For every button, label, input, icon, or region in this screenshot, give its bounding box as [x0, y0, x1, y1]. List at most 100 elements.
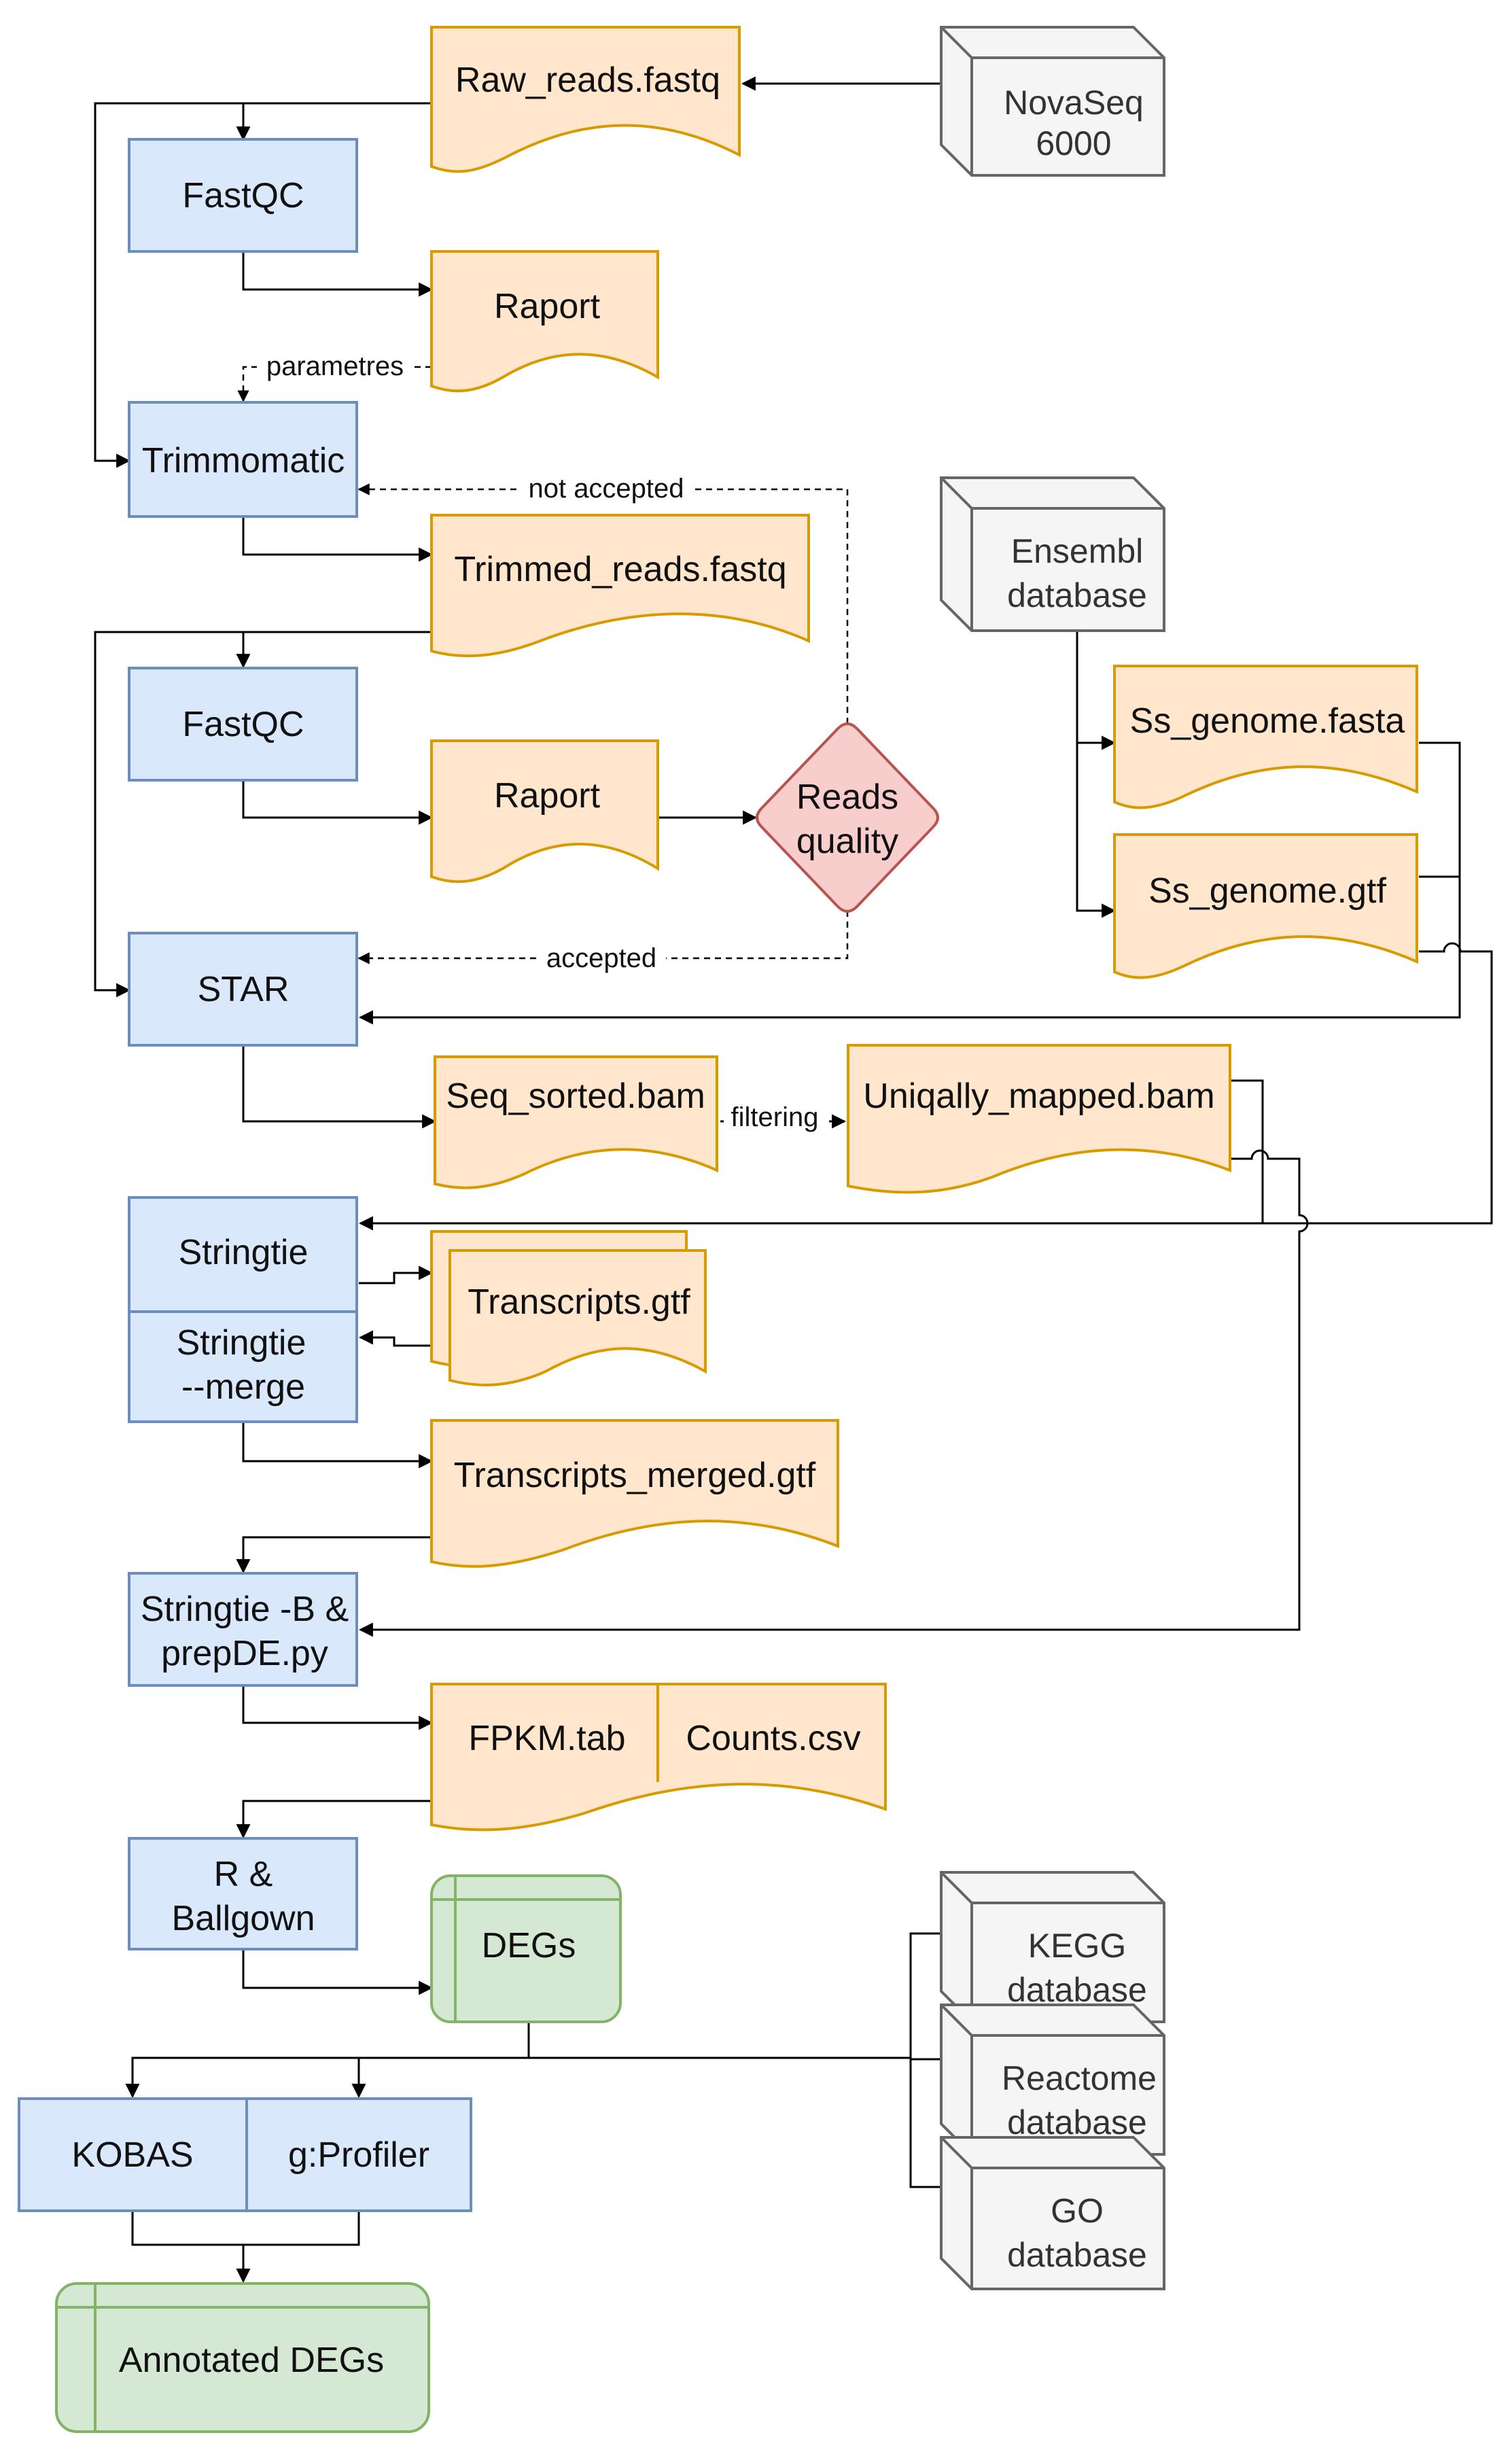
- raport-1-label: Raport: [494, 287, 601, 326]
- reads-quality-label-2: quality: [796, 822, 898, 861]
- uniquely-mapped-label: Uniqally_mapped.bam: [863, 1077, 1214, 1116]
- edge-accepted: [357, 911, 849, 964]
- edge-trimmed-reads-to-fastqc-2: [236, 631, 432, 669]
- edge-degs-to-kobas: [125, 2022, 530, 2099]
- kegg-label-2: database: [1007, 1971, 1147, 2009]
- connectors: [94, 76, 1493, 2283]
- reactome-label-2: database: [1007, 2103, 1147, 2141]
- reads-quality-label-1: Reads: [796, 777, 898, 817]
- raw-reads-label: Raw_reads.fastq: [455, 60, 720, 100]
- stringtie-b-box: [128, 1572, 358, 1687]
- databases: NovaSeq 6000 Ensembl database KEGG datab…: [940, 26, 1165, 2290]
- ss-genome-fasta-document: [1113, 665, 1418, 809]
- star-label: STAR: [198, 970, 289, 1009]
- counts-label: Counts.csv: [686, 1719, 860, 1758]
- ensembl-database-icon: Ensembl database: [940, 476, 1165, 632]
- raport-1-document: [430, 250, 659, 393]
- stringtie-label: Stringtie: [179, 1233, 309, 1272]
- r-ballgown-box: [128, 1837, 358, 1950]
- trimmomatic-box: [128, 401, 358, 518]
- degs-box: [430, 1874, 622, 2023]
- transcripts-document: [449, 1249, 707, 1386]
- edge-uniquely-mapped-to-stringtie: [1230, 1079, 1264, 1223]
- raw-reads-document: [430, 26, 741, 173]
- stringtie-b-label-1: Stringtie -B &: [141, 1590, 349, 1629]
- edge-raport-1-to-trimmomatic: [237, 366, 432, 402]
- stringtie-b-label-2: prepDE.py: [161, 1634, 328, 1673]
- edge-stringtie-to-transcripts: [359, 1265, 434, 1284]
- reads-quality-decision: Reads quality: [756, 722, 939, 913]
- raport-2-label: Raport: [494, 776, 601, 816]
- edge-raw-reads-to-fastqc-1: [236, 102, 432, 141]
- stringtie-merge-box: [128, 1310, 358, 1423]
- kegg-label-1: KEGG: [1028, 1927, 1126, 1965]
- ensembl-label-1: Ensembl: [1011, 532, 1144, 570]
- gprofiler-box: [245, 2097, 472, 2212]
- seq-sorted-document: [434, 1055, 718, 1189]
- edge-ensembl-to-fasta: [1076, 631, 1117, 750]
- reactome-label-1: Reactome: [1002, 2059, 1157, 2097]
- label-accepted: accepted: [546, 943, 656, 973]
- transcripts-label: Transcripts.gtf: [468, 1282, 690, 1322]
- go-label-2: database: [1007, 2236, 1147, 2274]
- edge-star-to-seq-sorted: [242, 1047, 437, 1129]
- edge-fastqc-1-to-raport-1: [242, 253, 434, 297]
- trimmed-reads-document: [430, 514, 810, 658]
- edge-stringtie-b-to-fpkm: [242, 1685, 434, 1730]
- edge-uniquely-mapped-to-stringtie-b: [358, 1149, 1309, 1637]
- go-label-1: GO: [1051, 2192, 1104, 2230]
- edge-transcripts-to-stringtie-merge: [358, 1330, 432, 1347]
- stringtie-merge-label-2: --merge: [181, 1367, 305, 1407]
- transcripts-merged-document: [430, 1419, 839, 1568]
- fastqc-2-box: [128, 667, 358, 782]
- transcripts-merged-label: Transcripts_merged.gtf: [454, 1456, 816, 1495]
- ss-genome-gtf-document: [1113, 833, 1418, 979]
- edge-trimmomatic-to-trimmed-reads: [242, 518, 434, 562]
- results: DEGs Annotated DEGs: [55, 1874, 622, 2433]
- degs-label: DEGs: [482, 1926, 576, 1965]
- kobas-label: KOBAS: [71, 2135, 193, 2175]
- ensembl-label-2: database: [1007, 576, 1147, 614]
- edge-gtf-to-stringtie: [358, 942, 1493, 1231]
- edge-fasta-to-star: [358, 741, 1461, 1025]
- edge-transcripts-merged-to-stringtie-b: [236, 1536, 432, 1574]
- label-parametres: parametres: [266, 351, 404, 381]
- processes: FastQC Trimmomatic FastQC STAR Stringtie…: [18, 138, 472, 2212]
- star-box: [128, 932, 358, 1047]
- annotated-degs-box: [55, 2282, 430, 2433]
- raport-2-document: [430, 739, 659, 883]
- uniquely-mapped-document: [847, 1044, 1231, 1194]
- r-ballgown-label-2: Ballgown: [171, 1899, 315, 1938]
- edge-stringtie-merge-to-transcripts-merged: [242, 1422, 434, 1469]
- seq-sorted-label: Seq_sorted.bam: [446, 1077, 705, 1116]
- edge-fpkm-to-r-ballgown: [236, 1800, 432, 1839]
- fastqc-1-label: FastQC: [182, 176, 304, 215]
- fastqc-2-label: FastQC: [182, 705, 304, 744]
- annotated-degs-label: Annotated DEGs: [119, 2341, 384, 2380]
- label-filtering: filtering: [731, 1102, 819, 1132]
- kegg-database-icon: KEGG database: [940, 1871, 1165, 2023]
- ss-genome-gtf-label: Ss_genome.gtf: [1148, 871, 1386, 911]
- reactome-database-icon: Reactome database: [940, 2003, 1165, 2156]
- gprofiler-label: g:Profiler: [288, 2135, 429, 2175]
- go-database-icon: GO database: [940, 2136, 1165, 2290]
- fpkm-label: FPKM.tab: [468, 1719, 625, 1758]
- r-ballgown-label-1: R &: [214, 1855, 273, 1894]
- documents: Raw_reads.fastq Raport Trimmed_reads.fas…: [430, 26, 1418, 1832]
- ss-genome-fasta-label: Ss_genome.fasta: [1130, 701, 1405, 741]
- edge-kobas-to-annotated: [131, 2212, 360, 2246]
- edge-r-ballgown-to-degs: [242, 1949, 434, 1995]
- kobas-box: [18, 2097, 248, 2212]
- edge-labels: parametres not accepted accepted filteri…: [257, 349, 847, 1132]
- edge-trimmed-reads-to-star: [94, 631, 243, 998]
- edge-ensembl-to-gtf: [1076, 743, 1117, 918]
- stringtie-merge-label-1: Stringtie: [177, 1323, 306, 1363]
- novaseq-label-2: 6000: [1036, 124, 1111, 162]
- novaseq-label-1: NovaSeq: [1004, 84, 1144, 122]
- novaseq-database-icon: NovaSeq 6000: [940, 26, 1165, 177]
- trimmed-reads-label: Trimmed_reads.fastq: [454, 550, 786, 589]
- label-not-accepted: not accepted: [528, 474, 684, 504]
- edge-fastqc-2-to-raport-2: [242, 780, 434, 825]
- fastqc-1-box: [128, 138, 358, 253]
